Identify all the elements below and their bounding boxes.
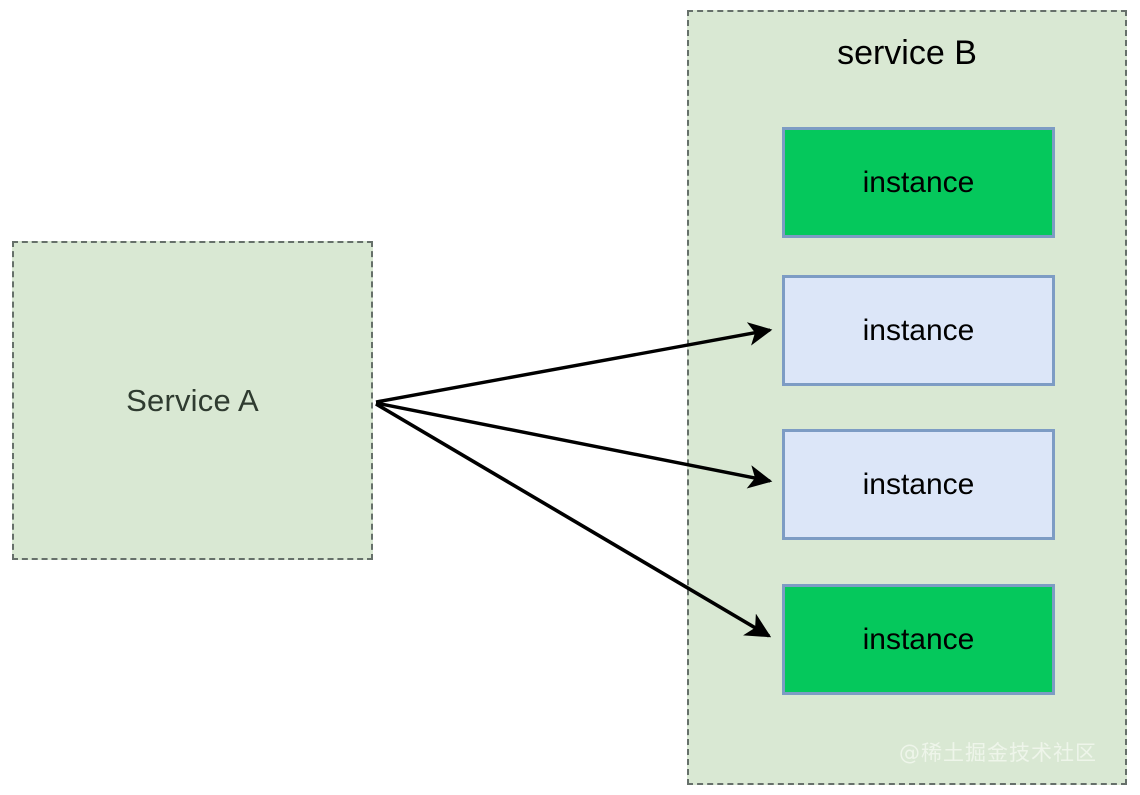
- instance-label: instance: [862, 313, 975, 347]
- instance-label: instance: [862, 467, 975, 501]
- service-a-box[interactable]: Service A: [12, 241, 373, 560]
- instance-label: instance: [862, 165, 975, 199]
- instance-box-3[interactable]: instance: [782, 429, 1055, 540]
- instance-box-2[interactable]: instance: [782, 275, 1055, 386]
- instance-box-4[interactable]: instance: [782, 584, 1055, 695]
- service-a-label: Service A: [126, 383, 259, 418]
- instance-box-1[interactable]: instance: [782, 127, 1055, 238]
- watermark-text: @稀土掘金技术社区: [899, 741, 1097, 765]
- instance-label: instance: [862, 622, 975, 656]
- service-b-container[interactable]: service B instance instance instance ins…: [687, 10, 1127, 785]
- service-b-title: service B: [837, 34, 977, 72]
